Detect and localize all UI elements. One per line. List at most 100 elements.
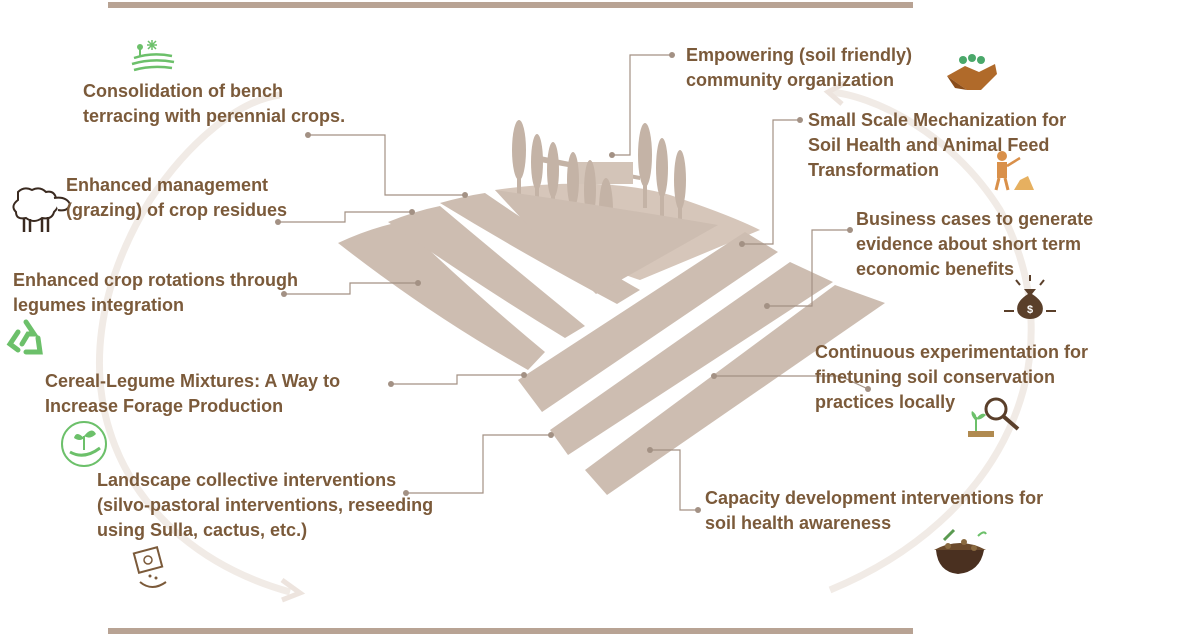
label-line: Small Scale Mechanization for <box>808 110 1067 130</box>
label-line: (silvo-pastoral interventions, reseeding <box>97 495 434 515</box>
field-strips <box>338 190 885 495</box>
tree <box>531 134 543 190</box>
recycle-icon <box>6 319 43 355</box>
label-line: Soil Health and Animal Feed <box>808 135 1050 155</box>
field-strip <box>550 262 833 455</box>
label-line: Business cases to generate <box>856 209 1094 229</box>
bottom-frame-bar <box>108 628 913 634</box>
connector-dot <box>609 152 615 158</box>
connector-mechanization <box>742 119 800 245</box>
label-line: community organization <box>686 70 895 90</box>
connector-dot <box>739 241 745 247</box>
farmer-machine-icon <box>994 151 1034 191</box>
connector-lines <box>278 54 869 511</box>
tree-trunk <box>678 200 682 230</box>
connector-dot <box>695 507 701 513</box>
label-line: finetuning soil conservation <box>815 367 1056 387</box>
field-strip <box>518 232 778 412</box>
right-arc-arrowhead <box>823 80 847 106</box>
field-strip <box>338 222 545 370</box>
connector-landscape <box>406 434 551 494</box>
label-line: practices locally <box>815 392 956 412</box>
label-landscape: Landscape collective interventions (silv… <box>97 468 433 543</box>
tree-trunk <box>643 178 647 208</box>
label-line: terracing with perennial crops. <box>83 106 346 126</box>
label-capacity: Capacity development interventions for s… <box>705 486 1043 536</box>
label-line: Transformation <box>808 160 940 180</box>
connector-capacity <box>650 449 698 511</box>
connector-dot <box>403 490 409 496</box>
connector-rotations <box>284 282 418 295</box>
left-arc-arrowhead <box>280 577 306 603</box>
soil-bowl-icon <box>934 528 987 574</box>
connector-dot <box>388 381 394 387</box>
connector-dots <box>275 52 871 513</box>
label-line: Capacity development interventions for <box>705 488 1044 508</box>
connector-residues <box>278 211 412 223</box>
svg-text:$: $ <box>1027 304 1033 316</box>
label-line: Increase Forage Production <box>45 396 284 416</box>
field-strip <box>495 190 718 294</box>
field-strip <box>388 206 585 338</box>
label-line: evidence about short term <box>856 234 1082 254</box>
tree-trunk <box>517 170 521 195</box>
connector-dot <box>711 373 717 379</box>
magnifier-plant-icon <box>968 397 1020 437</box>
connector-dot <box>847 227 853 233</box>
connector-bench <box>308 134 465 196</box>
connector-dot <box>797 117 803 123</box>
label-mechanization: Small Scale Mechanization for Soil Healt… <box>808 108 1066 183</box>
handshake-icon <box>947 54 997 90</box>
label-cereal-legume: Cereal-Legume Mixtures: A Way to Increas… <box>45 369 340 419</box>
label-line: (grazing) of crop residues <box>66 200 288 220</box>
label-experimentation: Continuous experimentation for finetunin… <box>815 340 1088 415</box>
connector-dot <box>305 132 311 138</box>
seedling-hand-icon <box>61 421 107 467</box>
connector-dot <box>764 303 770 309</box>
connector-dot <box>865 386 871 392</box>
connector-dot <box>548 432 554 438</box>
connector-dot <box>415 280 421 286</box>
tree <box>512 120 526 180</box>
money-bag-icon: $ <box>1004 275 1056 319</box>
label-business-cases: Business cases to generate evidence abou… <box>856 207 1093 282</box>
sheep-icon <box>12 187 72 232</box>
label-line: legumes integration <box>13 295 185 315</box>
connector-dot <box>281 291 287 297</box>
top-frame-bar <box>108 2 913 8</box>
connector-dot <box>521 372 527 378</box>
label-line: Enhanced crop rotations through <box>13 270 299 290</box>
label-line: Empowering (soil friendly) <box>686 45 913 65</box>
label-community: Empowering (soil friendly) community org… <box>686 43 912 93</box>
label-line: using Sulla, cactus, etc.) <box>97 520 308 540</box>
connector-business <box>767 229 850 307</box>
tree <box>674 150 686 210</box>
connector-community <box>612 54 672 156</box>
left-cycle-arc <box>96 91 291 596</box>
connector-experimentation <box>714 375 869 390</box>
right-cycle-arc <box>828 88 1035 594</box>
label-line: soil health awareness <box>705 513 892 533</box>
connector-dot <box>462 192 468 198</box>
connector-dot <box>669 52 675 58</box>
connector-dot <box>275 219 281 225</box>
label-line: Enhanced management <box>66 175 269 195</box>
label-line: Consolidation of bench <box>83 81 283 101</box>
tree <box>567 152 579 208</box>
seed-packet-icon <box>132 546 167 588</box>
label-crop-rotations: Enhanced crop rotations through legumes … <box>13 268 298 318</box>
label-line: Landscape collective interventions <box>97 470 397 490</box>
tree-trunk <box>660 190 664 220</box>
field-strip <box>585 285 885 495</box>
label-bench-terracing: Consolidation of bench terracing with pe… <box>83 79 345 129</box>
tree <box>656 138 668 198</box>
label-crop-residues: Enhanced management (grazing) of crop re… <box>66 173 287 223</box>
label-line: Continuous experimentation for <box>815 342 1089 362</box>
tree <box>547 142 559 198</box>
connector-cereal <box>391 374 524 385</box>
tree <box>638 123 652 187</box>
connector-dot <box>409 209 415 215</box>
terrace-field-icon <box>131 40 175 72</box>
label-line: economic benefits <box>856 259 1015 279</box>
